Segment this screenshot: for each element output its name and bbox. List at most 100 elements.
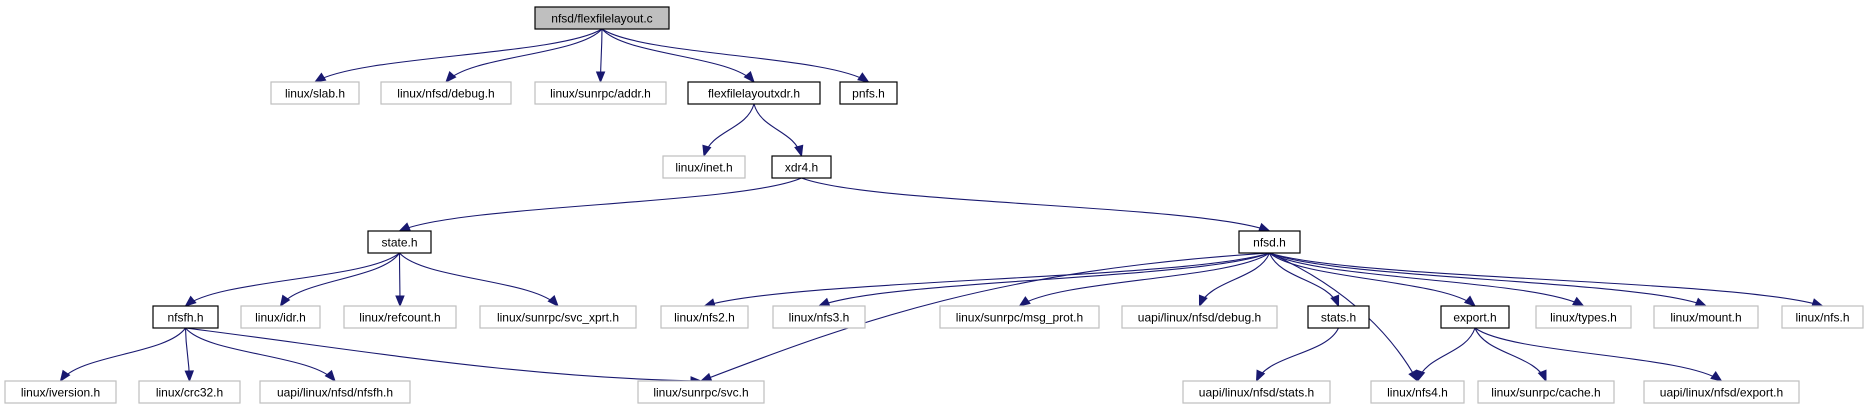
edge-arrowhead: [547, 295, 559, 308]
edge-xdr4-to-state: [398, 177, 802, 232]
node-box: [1643, 380, 1800, 404]
node-box: [687, 81, 821, 105]
edge-export-to-nfs4: [1416, 327, 1476, 383]
node-label: linux/nfs3.h: [789, 311, 850, 325]
node-mount[interactable]: linux/mount.h: [1653, 305, 1759, 329]
edge-nfsd-to-nfs: [1269, 252, 1824, 308]
node-nfs4[interactable]: linux/nfs4.h: [1370, 380, 1465, 404]
edge-export-to-uapi_export: [1474, 327, 1723, 382]
node-label: export.h: [1453, 311, 1496, 325]
node-uapi_export[interactable]: uapi/linux/nfsd/export.h: [1643, 380, 1800, 404]
node-slab[interactable]: linux/slab.h: [270, 81, 360, 105]
edge-arrowhead: [184, 295, 197, 307]
edge-line: [703, 103, 755, 157]
node-label: uapi/linux/nfsd/nfsfh.h: [277, 386, 393, 400]
node-label: linux/nfs2.h: [674, 311, 735, 325]
edge-line: [700, 252, 1270, 382]
node-box: [772, 305, 866, 329]
node-export[interactable]: export.h: [1440, 305, 1510, 329]
node-svc_xprt[interactable]: linux/sunrpc/svc_xprt.h: [479, 305, 637, 329]
edge-line: [60, 327, 186, 382]
node-label: linux/sunrpc/svc.h: [653, 386, 748, 400]
node-nfs3[interactable]: linux/nfs3.h: [772, 305, 866, 329]
edge-line: [1268, 252, 1340, 307]
node-types[interactable]: linux/types.h: [1535, 305, 1632, 329]
edge-arrowhead: [1416, 369, 1426, 383]
node-label: linux/iversion.h: [21, 386, 100, 400]
node-label: linux/slab.h: [285, 87, 345, 101]
node-refcount[interactable]: linux/refcount.h: [343, 305, 457, 329]
edge-arrowhead: [1710, 371, 1723, 382]
node-box: [1440, 305, 1510, 329]
node-crc32[interactable]: linux/crc32.h: [138, 380, 241, 404]
node-sunrpc_addr[interactable]: linux/sunrpc/addr.h: [534, 81, 667, 105]
edge-arrowhead: [1463, 295, 1477, 307]
node-xdr4[interactable]: xdr4.h: [771, 155, 832, 179]
edge-line: [601, 28, 869, 83]
edge-line: [445, 28, 603, 83]
node-box: [534, 6, 670, 30]
node-label: nfsd.h: [1253, 236, 1286, 250]
node-label: linux/crc32.h: [156, 386, 223, 400]
node-label: flexfilelayoutxdr.h: [708, 87, 800, 101]
node-box: [240, 305, 321, 329]
edge-export-to-cache: [1474, 327, 1547, 383]
node-label: xdr4.h: [785, 161, 818, 175]
node-nfs[interactable]: linux/nfs.h: [1781, 305, 1864, 329]
node-box: [637, 380, 765, 404]
node-nfsd_debug[interactable]: linux/nfsd/debug.h: [380, 81, 512, 105]
node-pnfs[interactable]: pnfs.h: [839, 81, 898, 105]
node-flexxdr[interactable]: flexfilelayoutxdr.h: [687, 81, 821, 105]
node-stats[interactable]: stats.h: [1307, 305, 1370, 329]
edge-line: [185, 327, 336, 382]
edge-arrowhead: [395, 295, 405, 308]
edge-line: [1474, 327, 1547, 382]
nodes-layer: nfsd/flexfilelayout.c linux/slab.h linux/n…: [4, 6, 1864, 404]
edge-arrowhead: [184, 370, 194, 383]
edge-root-to-nfsd_debug: [445, 28, 603, 84]
node-box: [1121, 305, 1278, 329]
edge-arrowhead: [1018, 296, 1031, 307]
node-box: [1781, 305, 1864, 329]
node-uapi_nfsfh[interactable]: uapi/linux/nfsd/nfsfh.h: [259, 380, 411, 404]
node-state[interactable]: state.h: [367, 230, 432, 254]
edge-arrowhead: [794, 144, 804, 158]
edge-root-to-sunrpc_addr: [595, 28, 606, 84]
node-uapi_stats[interactable]: uapi/linux/nfsd/stats.h: [1182, 380, 1331, 404]
node-label: linux/idr.h: [255, 311, 306, 325]
edge-nfsfh-to-crc32: [184, 327, 194, 383]
node-nfsfh[interactable]: nfsfh.h: [152, 305, 219, 329]
node-label: linux/nfs.h: [1795, 311, 1849, 325]
edge-nfsd-to-export: [1269, 252, 1477, 307]
node-label: uapi/linux/nfsd/export.h: [1660, 386, 1783, 400]
node-svc[interactable]: linux/sunrpc/svc.h: [637, 380, 765, 404]
node-box: [367, 230, 432, 254]
node-box: [771, 155, 832, 179]
edge-arrowhead: [702, 144, 712, 158]
node-nfs2[interactable]: linux/nfs2.h: [660, 305, 749, 329]
node-box: [1653, 305, 1759, 329]
node-cache[interactable]: linux/sunrpc/cache.h: [1477, 380, 1615, 404]
edge-state-to-idr: [279, 252, 400, 308]
node-label: linux/sunrpc/addr.h: [550, 87, 651, 101]
edge-stats-to-uapi_stats: [1255, 327, 1339, 383]
node-uapi_debug[interactable]: uapi/linux/nfsd/debug.h: [1121, 305, 1278, 329]
edge-line: [185, 252, 400, 307]
node-root[interactable]: nfsd/flexfilelayout.c: [534, 6, 670, 30]
node-msg_prot[interactable]: linux/sunrpc/msg_prot.h: [939, 305, 1100, 329]
node-box: [479, 305, 637, 329]
edge-flexxdr-to-xdr4: [753, 103, 804, 158]
edge-line: [399, 252, 559, 307]
node-inet[interactable]: linux/inet.h: [662, 155, 746, 179]
node-box: [662, 155, 746, 179]
edge-arrowhead: [398, 222, 412, 232]
node-iversion[interactable]: linux/iversion.h: [4, 380, 117, 404]
node-box: [1307, 305, 1370, 329]
node-label: stats.h: [1321, 311, 1356, 325]
node-nfsd[interactable]: nfsd.h: [1238, 230, 1301, 254]
node-idr[interactable]: linux/idr.h: [240, 305, 321, 329]
node-label: nfsfh.h: [167, 311, 203, 325]
edge-line: [753, 103, 803, 157]
node-label: state.h: [381, 236, 417, 250]
node-box: [939, 305, 1100, 329]
